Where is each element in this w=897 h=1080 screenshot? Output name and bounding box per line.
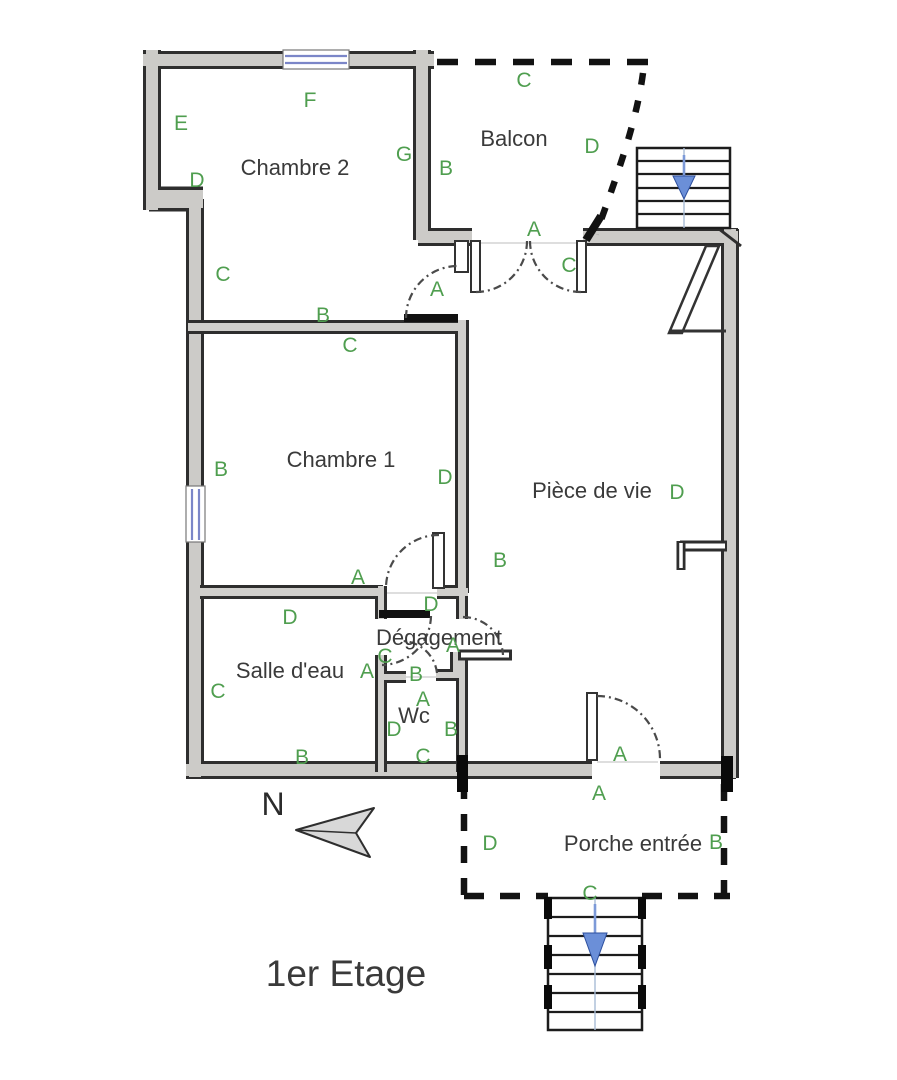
wc-door-arc <box>401 639 439 674</box>
chambre1-door-arc <box>384 533 440 590</box>
marker: A <box>416 688 430 711</box>
corner-bevel <box>718 227 742 248</box>
chamfer-wall <box>667 244 726 335</box>
room-label-degagement: Dégagement <box>376 625 502 650</box>
entry-door-arc <box>596 694 662 760</box>
marker: D <box>669 481 684 504</box>
room-label-salle-eau: Salle d'eau <box>236 658 344 683</box>
marker: A <box>446 634 460 657</box>
room-label-piece-de-vie: Pièce de vie <box>532 478 652 503</box>
marker: D <box>584 135 599 158</box>
marker: B <box>439 157 453 180</box>
stairs-balcony <box>635 146 732 230</box>
balcony-boundary-tick <box>582 213 605 243</box>
marker: A <box>592 782 606 805</box>
marker: D <box>386 718 401 741</box>
balcony-door-arc-right <box>528 240 582 294</box>
marker: A <box>360 660 374 683</box>
compass: N <box>261 786 375 858</box>
marker: C <box>415 745 430 768</box>
marker: B <box>409 663 423 686</box>
salle-eau-door-arc <box>381 615 433 667</box>
marker: G <box>396 143 412 166</box>
marker: C <box>215 263 230 286</box>
room-label-chambre-2: Chambre 2 <box>241 155 350 180</box>
marker: C <box>342 334 357 357</box>
chambre1-door-leaf <box>432 532 445 589</box>
compass-north-label: N <box>261 786 284 822</box>
marker: E <box>174 112 188 135</box>
degagement-door-arc <box>462 615 505 656</box>
wall-stub-piece-de-vie <box>676 540 727 570</box>
balcony-boundary <box>437 58 650 243</box>
room-label-porche-entree: Porche entrée <box>564 831 702 856</box>
marker: B <box>493 549 507 572</box>
marker: C <box>377 645 392 668</box>
marker: C <box>561 254 576 277</box>
marker: D <box>482 832 497 855</box>
room-label-wc: Wc <box>398 703 430 728</box>
entry-door-leaf <box>586 692 598 761</box>
marker: C <box>582 882 597 905</box>
room-label-balcon: Balcon <box>480 126 547 151</box>
door-jamb <box>454 240 469 273</box>
marker: C <box>516 69 531 92</box>
chambre2-door-arc <box>404 264 459 319</box>
marker: B <box>444 718 458 741</box>
marker: D <box>282 606 297 629</box>
window-chambre2 <box>282 49 350 70</box>
stairs-down-arrow-icon <box>672 175 696 201</box>
room-labels: Chambre 2 Balcon Chambre 1 Pièce de vie … <box>236 126 702 856</box>
stairs-porch <box>544 896 646 1032</box>
marker: D <box>189 169 204 192</box>
porch-boundary <box>457 755 733 900</box>
window-chambre1 <box>185 485 206 543</box>
marker: B <box>295 746 309 769</box>
marker: A <box>527 218 541 241</box>
marker: D <box>437 466 452 489</box>
exterior-walls <box>143 50 741 778</box>
balcony-door-leaf-left <box>470 240 481 293</box>
marker: A <box>613 743 627 766</box>
room-label-chambre-1: Chambre 1 <box>287 447 396 472</box>
door-window-markers: E F D C B G B C A C D A C B D A D B D C … <box>174 69 723 905</box>
marker: A <box>351 566 365 589</box>
marker: B <box>316 304 330 327</box>
floor-title: 1er Etage <box>266 953 426 994</box>
marker: F <box>304 89 317 112</box>
marker: D <box>423 593 438 616</box>
stairs-down-arrow-icon <box>582 932 608 968</box>
marker: C <box>210 680 225 703</box>
balcony-door-arc-left <box>475 240 529 294</box>
doors <box>379 240 662 761</box>
marker: B <box>214 458 228 481</box>
marker: B <box>709 831 723 854</box>
balcony-door-leaf-right <box>576 240 587 293</box>
marker: A <box>430 278 444 301</box>
